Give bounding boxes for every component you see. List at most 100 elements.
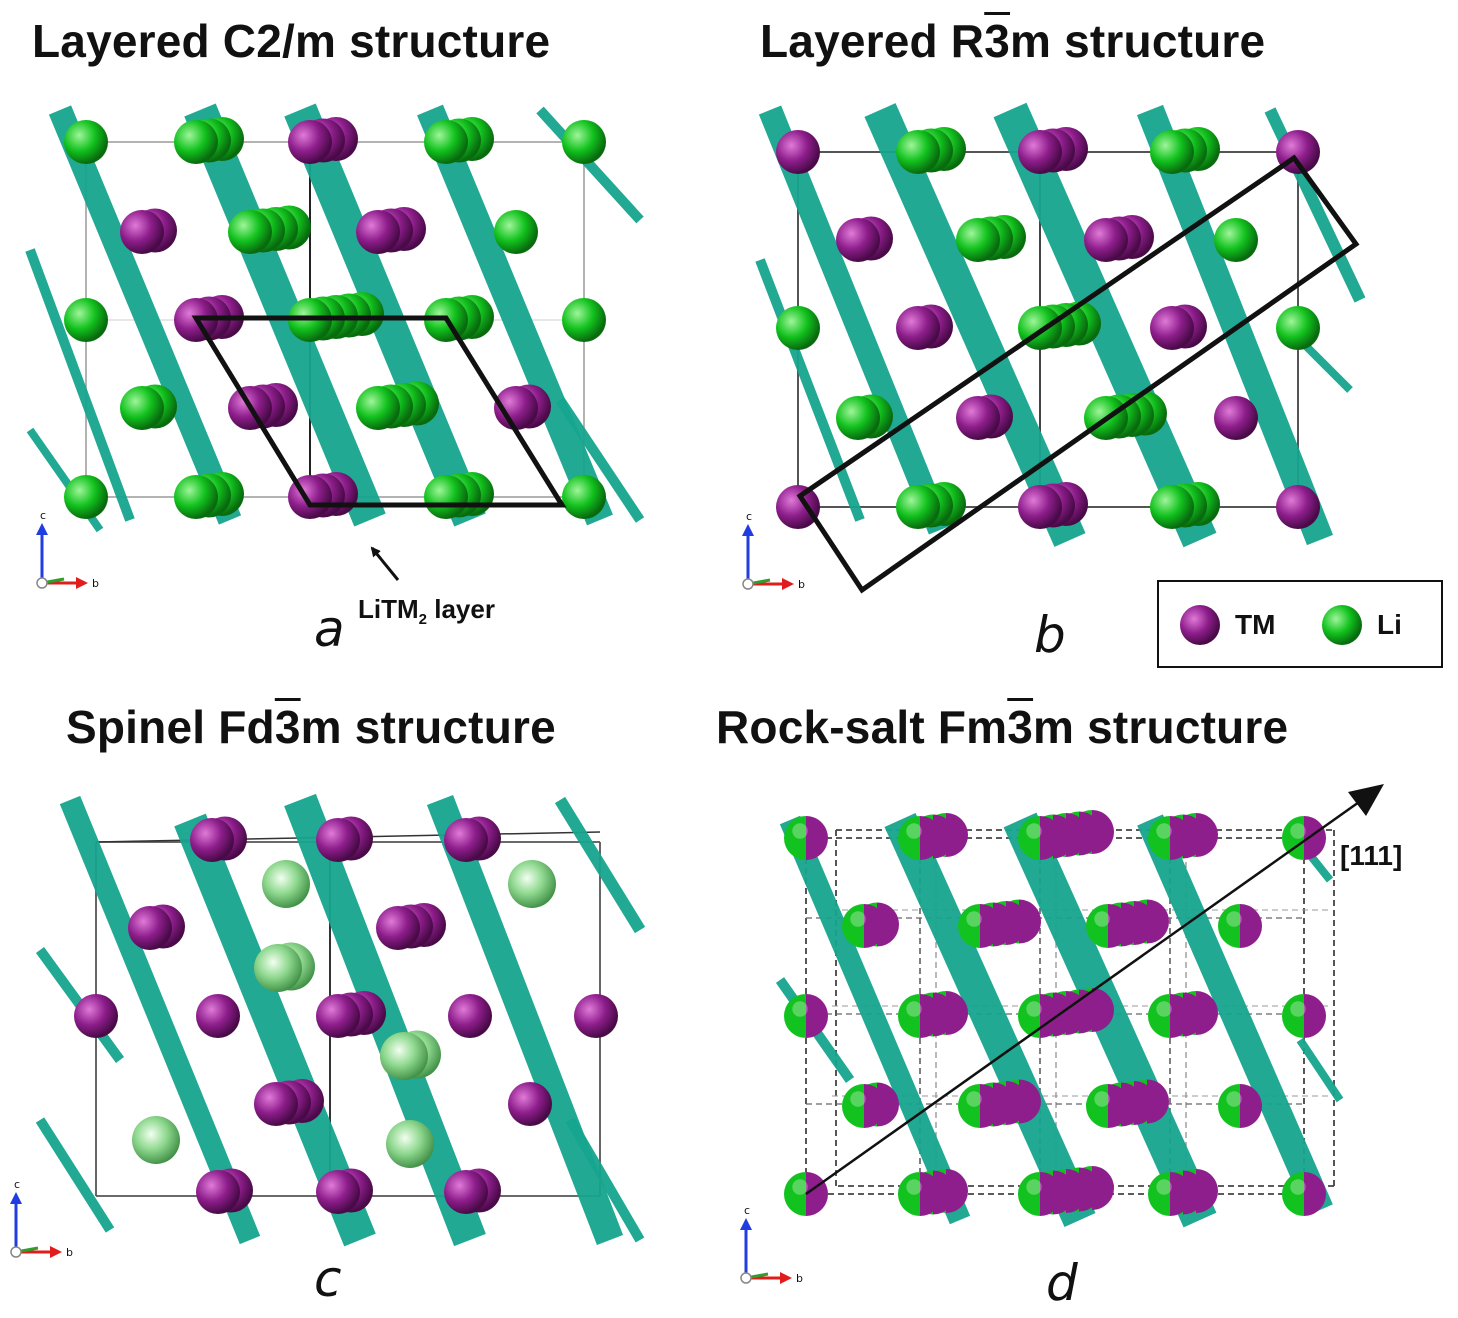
mixed-atom [1086, 904, 1130, 948]
atom-highlight [1290, 1179, 1306, 1195]
c-axis-arrow [740, 1218, 752, 1230]
mixed-atom [1018, 994, 1062, 1038]
li-atom [174, 120, 218, 164]
tm-half [920, 1172, 942, 1216]
li-half [842, 904, 864, 948]
li-half [1086, 1084, 1108, 1128]
atom-highlight [1026, 1179, 1042, 1195]
mixed-atom [1282, 816, 1326, 860]
direction-111-arrow [805, 788, 1377, 1196]
li-atom [228, 210, 272, 254]
li-atom [776, 306, 820, 350]
tm-atom [444, 818, 488, 862]
tm-layer-slab [536, 106, 644, 224]
mixed-atom [958, 904, 1002, 948]
atom-highlight [792, 1001, 808, 1017]
tm-half [1304, 816, 1326, 860]
li-atom [494, 210, 538, 254]
atom-highlight [1156, 1179, 1172, 1195]
tm-half [920, 816, 942, 860]
tm-atom [1018, 130, 1062, 174]
mixed-atom [898, 816, 942, 860]
mixed-atom [1148, 1172, 1192, 1216]
mixed-atom [1018, 1172, 1062, 1216]
panel-a-letter: a [314, 600, 345, 658]
li-atom [1150, 485, 1194, 529]
mixed-atom [1018, 816, 1062, 860]
li-half [1148, 816, 1170, 860]
atom-highlight [1290, 1001, 1306, 1017]
panel-b-title: Layered R3m structure [760, 15, 1266, 67]
atom-highlight [1094, 1091, 1110, 1107]
tm-atom [190, 818, 234, 862]
atom-highlight [1156, 1001, 1172, 1017]
tm-half [806, 994, 828, 1038]
axis-triad: cb [36, 509, 99, 590]
mixed-atom [1282, 1172, 1326, 1216]
li-atom [896, 130, 940, 174]
tm-half [1304, 1172, 1326, 1216]
tm-atom [316, 818, 360, 862]
tm-half [980, 1084, 1002, 1128]
atom-highlight [850, 1091, 866, 1107]
tm-layer-slab [35, 1117, 115, 1233]
tm-atom [444, 1170, 488, 1214]
li-half [1282, 994, 1304, 1038]
tm-half [1240, 1084, 1262, 1128]
li-half [1218, 1084, 1240, 1128]
tm-atom [1018, 485, 1062, 529]
tm-layer-slab [174, 813, 376, 1247]
annotation-arrow [370, 546, 400, 581]
li-atom [174, 475, 218, 519]
panel-a-title: Layered C2/m structure [32, 15, 551, 67]
li-atom [1276, 306, 1320, 350]
tm-half [1040, 1172, 1062, 1216]
tm-atom [356, 210, 400, 254]
r3m-cell-outline [796, 154, 1360, 594]
legend-item-li: Li [1319, 602, 1402, 648]
tm-atom [376, 906, 420, 950]
tm-atom [896, 306, 940, 350]
panel-c-title: Spinel Fd3m structure [66, 701, 556, 753]
tm-layer-slab [184, 103, 386, 527]
litm2-layer-label: LiTM2 layer [358, 594, 495, 629]
li-half [898, 994, 920, 1038]
mixed-atom [842, 904, 886, 948]
tm-layer-slab [417, 104, 613, 526]
atom-highlight [1226, 1091, 1242, 1107]
b-axis-arrow [780, 1272, 792, 1284]
mixed-atom [958, 1084, 1002, 1128]
tm-layer-slab [48, 105, 242, 525]
li-half [1218, 904, 1240, 948]
tm-layer-slab [554, 796, 646, 934]
mixed-atom [1218, 1084, 1262, 1128]
tm-layer-slab [59, 795, 261, 1245]
tm-atom [508, 1082, 552, 1126]
li-half [784, 994, 806, 1038]
li-atom [64, 120, 108, 164]
li-atom [120, 386, 164, 430]
c-axis-arrow [10, 1192, 22, 1204]
tm-layer-slab [884, 813, 1096, 1227]
tm-layer-slab [1297, 337, 1353, 393]
tm-atom [288, 120, 332, 164]
li-atom [386, 1120, 434, 1168]
tm-layer-slab [426, 794, 624, 1246]
li-atom [1150, 130, 1194, 174]
atom-highlight [1094, 911, 1110, 927]
b-axis-arrow [782, 578, 794, 590]
c-axis-label: c [14, 1178, 20, 1191]
tm-atom [1084, 218, 1128, 262]
axis-triad: cb [740, 1204, 803, 1285]
atom-highlight [792, 1179, 808, 1195]
tm-layer-slab [1137, 814, 1333, 1216]
b-axis-label: b [798, 578, 805, 591]
tm-atom [574, 994, 618, 1038]
tm-atom-icon [1180, 605, 1220, 645]
li-atom-icon [1322, 605, 1362, 645]
axis-triad: cb [10, 1178, 73, 1259]
tm-atom [776, 485, 820, 529]
tm-half [864, 1084, 886, 1128]
